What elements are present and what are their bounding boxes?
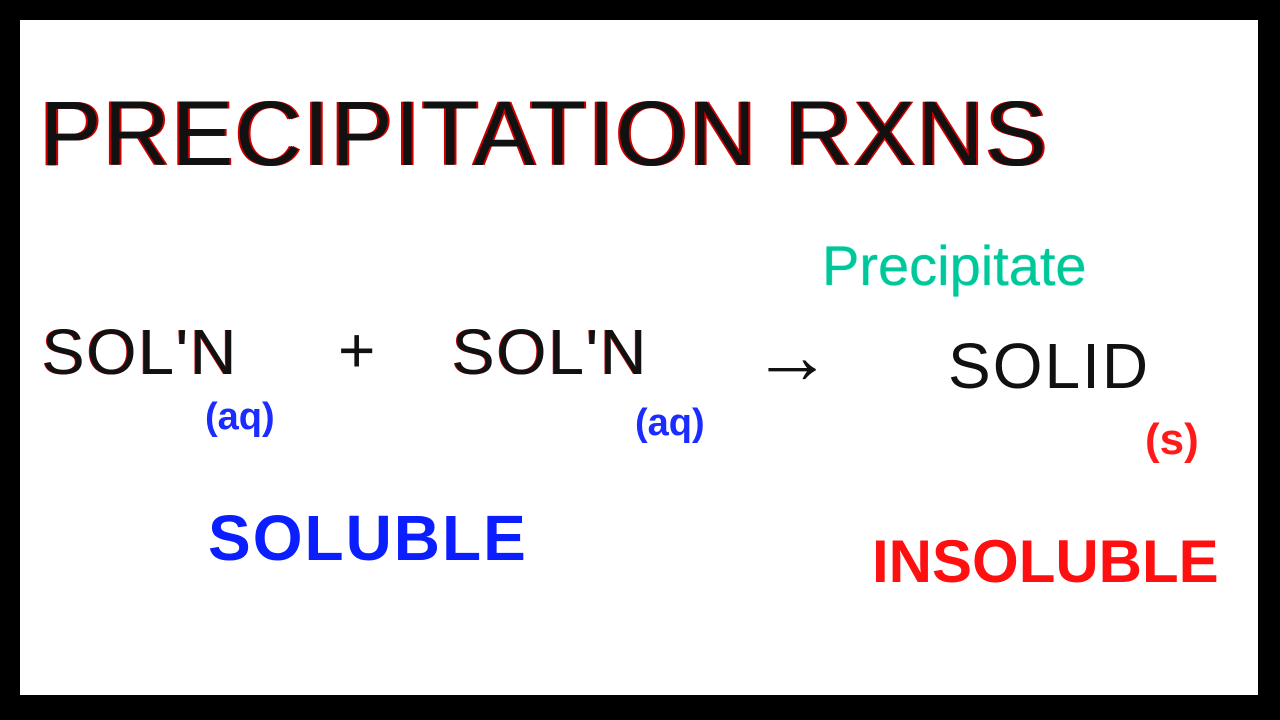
reactant-1: SOL'N <box>42 316 239 388</box>
title: PRECIPITATION RXNS <box>40 83 1049 185</box>
reaction-arrow: → <box>752 311 834 400</box>
reactant-2-state: (aq) <box>635 402 705 444</box>
product-state: (s) <box>1145 415 1199 464</box>
whiteboard <box>20 20 1258 695</box>
plus-sign: + <box>338 314 378 386</box>
reactant-1-state: (aq) <box>205 396 275 438</box>
reactant-2: SOL'N <box>452 316 649 388</box>
precipitate-label: Precipitate <box>822 234 1087 297</box>
product: SOLID <box>948 330 1151 402</box>
soluble-label: SOLUBLE <box>208 502 528 574</box>
insoluble-label: INSOLUBLE <box>872 528 1219 595</box>
